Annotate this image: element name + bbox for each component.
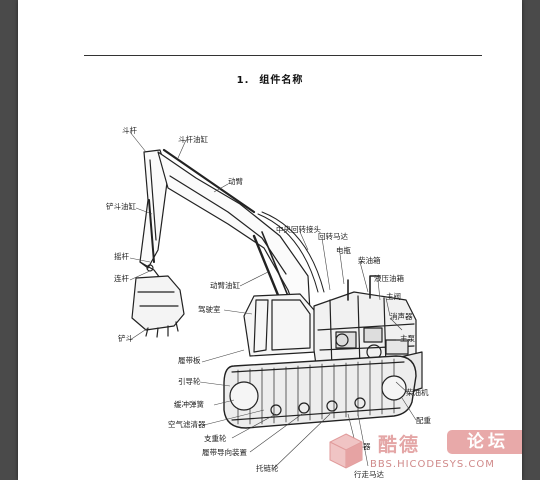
label-rocker: 摇杆 [114,252,129,261]
label-air-filter: 空气滤清器 [168,420,206,429]
label-cab: 驾驶室 [198,305,221,314]
watermark-brand: 酷德 [378,434,421,456]
label-dougan-cylinder: 斗杆油缸 [178,135,208,144]
label-engine: 柴油机 [406,388,429,397]
label-diesel-tank: 柴油箱 [358,256,381,265]
label-counterweight: 配重 [416,416,431,425]
label-main-valve: 主阀 [386,292,401,301]
watermark-url: BBS.HICODESYS.COM [370,459,495,470]
label-track-guide: 履带导向装置 [202,448,247,457]
label-link: 连杆 [114,274,129,283]
label-swing-motor: 回转马达 [318,232,348,241]
label-muffler: 消声器 [390,312,413,321]
label-carrier-roller: 托链轮 [256,464,279,473]
label-track-shoe: 履带板 [178,356,201,365]
section-number: 1. [236,75,250,86]
label-bucket: 铲斗 [118,334,133,343]
watermark-badge: 论坛 [447,430,522,454]
label-hydraulic-tank: 液压油箱 [374,274,404,283]
section-heading: 1. 组件名称 [18,71,522,86]
label-battery: 电瓶 [336,246,351,255]
label-main-pump: 主泵 [400,334,415,343]
document-page: 1. 组件名称 [18,0,522,480]
label-recoil-spring: 缓冲弹簧 [174,400,204,409]
excavator-diagram [129,131,423,469]
label-dougan: 斗杆 [122,126,137,135]
label-dongbi: 动臂 [228,177,243,186]
label-idler: 引导轮 [178,377,201,386]
section-title: 组件名称 [259,75,304,86]
label-center-joint: 中央回转接头 [276,225,321,234]
watermark-badge-text: 论坛 [467,432,509,452]
header-rule [84,55,482,56]
watermark-cube-icon [329,433,363,469]
label-chandou-cylinder: 铲斗油缸 [106,202,136,211]
label-boom-cylinder: 动臂油缸 [210,281,240,290]
label-travel-motor: 行走马达 [354,470,384,479]
label-track-roller: 支重轮 [204,434,227,443]
